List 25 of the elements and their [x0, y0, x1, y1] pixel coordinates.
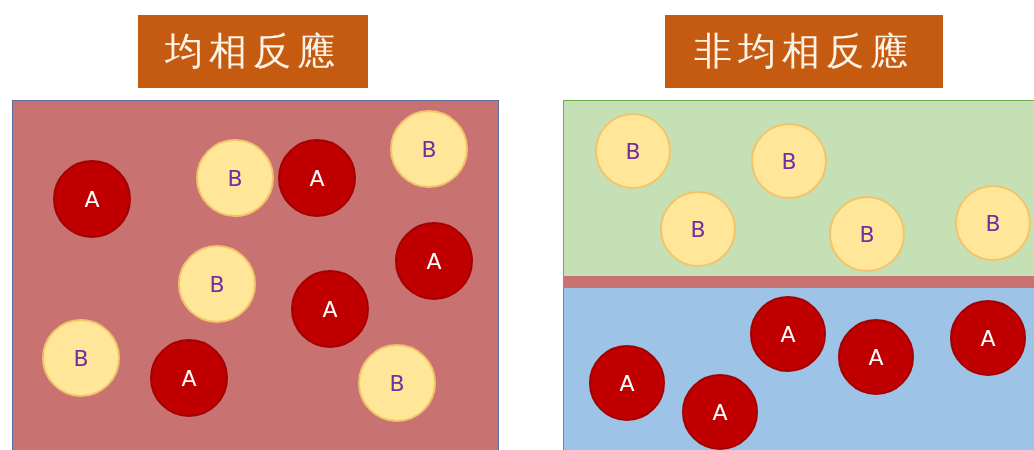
molecule-circle: B — [955, 185, 1031, 261]
molecule-circle: B — [358, 344, 436, 422]
molecule-circle: A — [278, 139, 356, 217]
molecule-circle: A — [950, 300, 1026, 376]
molecule-circle: A — [682, 374, 758, 450]
molecule-circle: A — [53, 160, 131, 238]
molecule-circle: A — [395, 222, 473, 300]
molecule-circle: A — [589, 345, 665, 421]
molecule-circle: B — [196, 139, 274, 217]
molecule-circle: B — [178, 245, 256, 323]
mixture-panel — [12, 100, 499, 450]
molecule-circle: A — [150, 339, 228, 417]
molecule-circle: A — [750, 296, 826, 372]
molecule-circle: B — [829, 196, 905, 272]
molecule-circle: B — [595, 113, 671, 189]
phase-panel — [563, 100, 1034, 276]
molecule-circle: A — [291, 270, 369, 348]
molecule-circle: A — [838, 319, 914, 395]
title-box: 均相反應 — [138, 15, 368, 88]
molecule-circle: B — [660, 191, 736, 267]
title-box: 非均相反應 — [665, 15, 943, 88]
phase-panel — [563, 288, 1034, 450]
molecule-circle: B — [751, 123, 827, 199]
molecule-circle: B — [390, 110, 468, 188]
molecule-circle: B — [42, 319, 120, 397]
